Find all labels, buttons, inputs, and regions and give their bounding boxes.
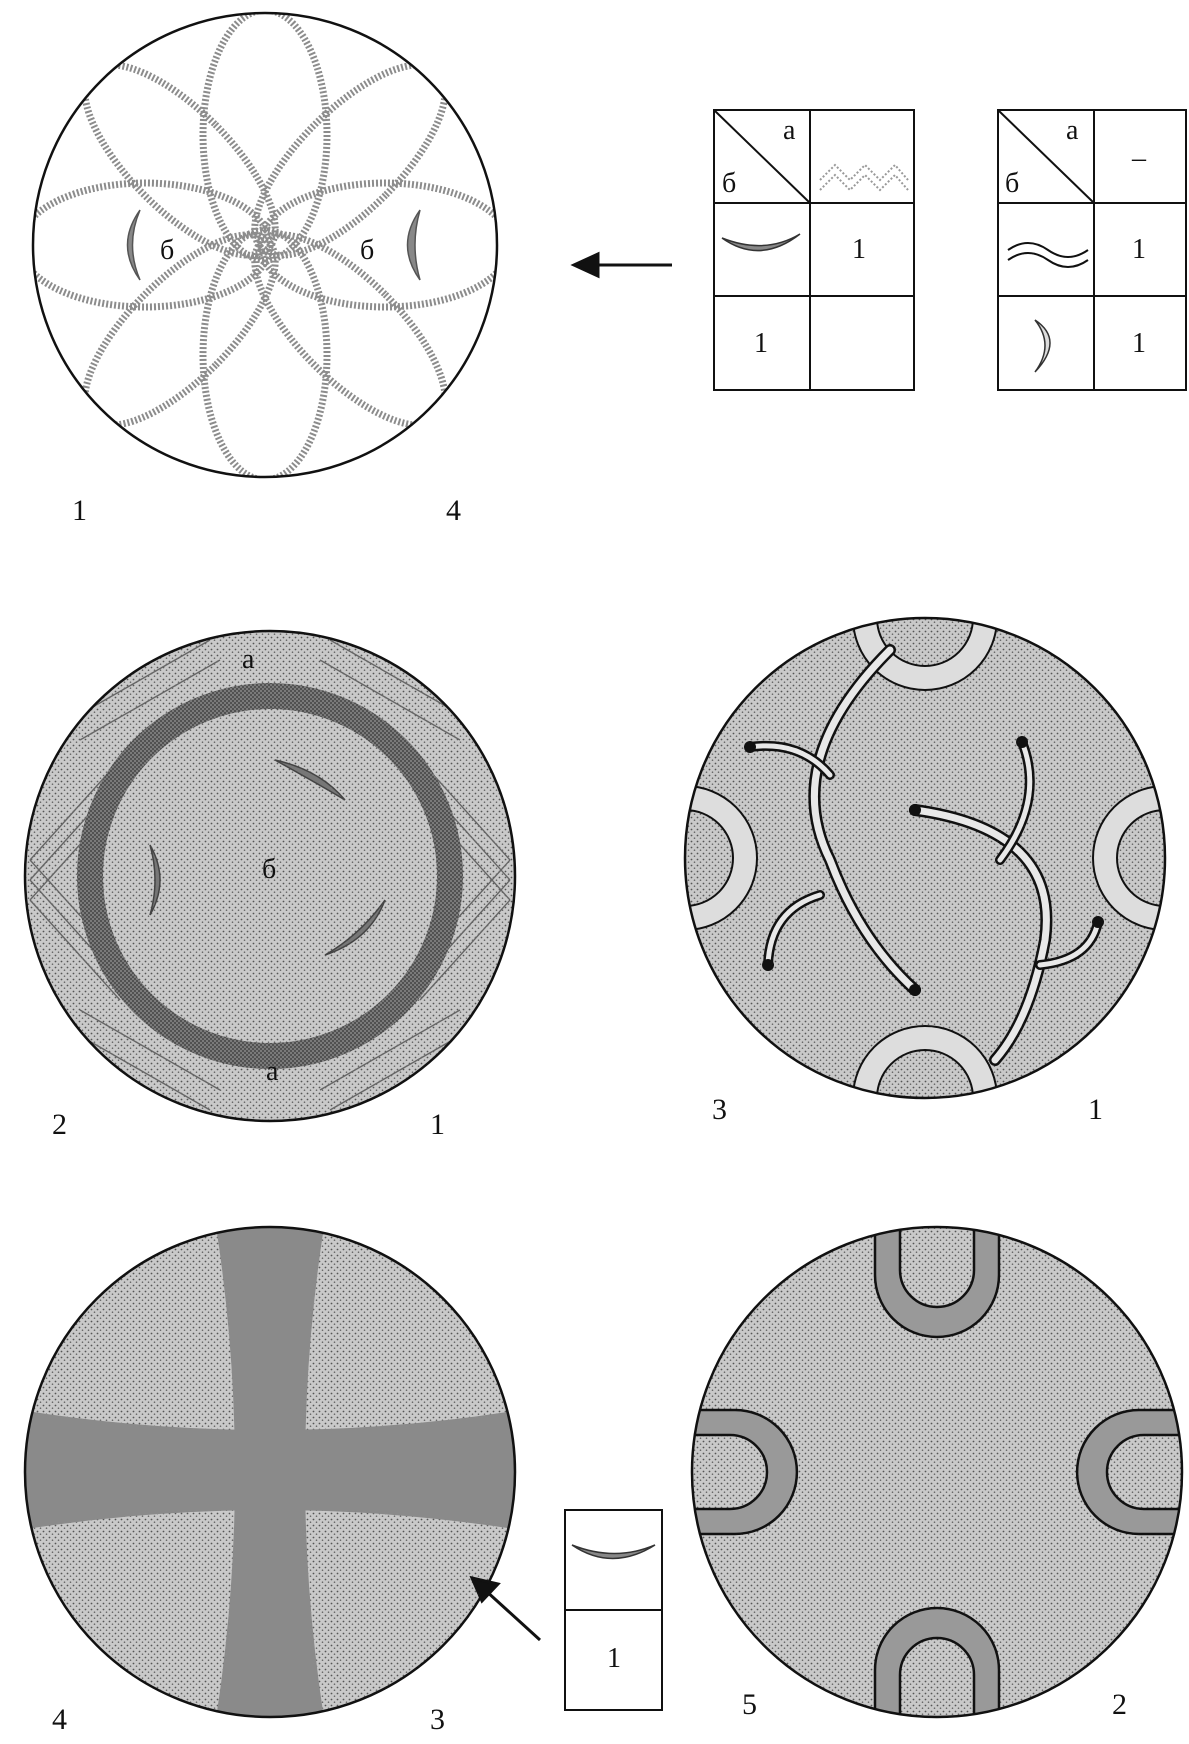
arrow-up-left-icon [472, 1578, 540, 1640]
figure-4-sub: 3 [430, 1705, 445, 1735]
legend-a-row1-value: 1 [852, 236, 866, 264]
legend-b-corner-b: б [1005, 170, 1019, 198]
figure-1-sub: 4 [446, 496, 461, 526]
figure-2-label-b-center: б [262, 856, 276, 884]
figure-5-number: 5 [742, 1690, 757, 1720]
crescent-icon [1035, 320, 1050, 372]
legend-b-grid [998, 110, 1186, 390]
figure-3-disc [613, 546, 1189, 1170]
legend-a-grid [714, 110, 914, 390]
legend-a-corner-b: б [722, 170, 736, 198]
legend-c-grid [565, 1510, 662, 1710]
arrow-left-icon [574, 254, 672, 276]
figure-2-label-a-bottom: а [266, 1058, 278, 1086]
legend-b-row2-value: 1 [1132, 330, 1146, 358]
crescent-icon [722, 234, 800, 251]
figure-2-number: 2 [52, 1110, 67, 1140]
figure-3-number: 3 [712, 1095, 727, 1125]
legend-b-header-value: – [1132, 145, 1146, 173]
legend-b-corner-a: а [1066, 117, 1078, 145]
figure-5-sub: 2 [1112, 1690, 1127, 1720]
figure-1-number: 1 [72, 496, 87, 526]
figure-2-sub: 1 [430, 1110, 445, 1140]
figure-4-number: 4 [52, 1705, 67, 1735]
figure-1-label-b-right: б [360, 237, 374, 265]
figure-1-rosette [20, 10, 510, 480]
legend-b-row1-value: 1 [1132, 236, 1146, 264]
crescent-icon [572, 1545, 655, 1559]
figure-2-label-a-top: а [242, 646, 254, 674]
legend-a-row2-value: 1 [754, 330, 768, 358]
figure-4-disc [20, 1220, 520, 1725]
legend-c-value: 1 [607, 1645, 621, 1673]
zigzag-pattern-icon [820, 175, 908, 190]
figure-1-label-b-left: б [160, 237, 174, 265]
legend-a-corner-a: а [783, 117, 795, 145]
figure-3-sub: 1 [1088, 1095, 1103, 1125]
